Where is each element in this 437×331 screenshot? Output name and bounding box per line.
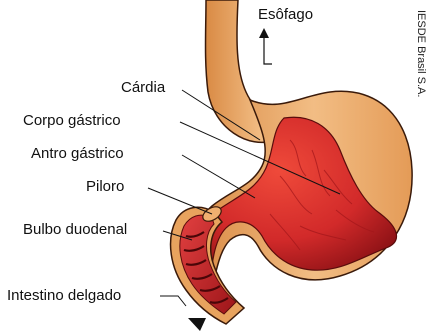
- label-piloro: Piloro: [86, 178, 124, 196]
- esophagus-arrow: [259, 28, 272, 64]
- leader-antro: [182, 155, 255, 198]
- label-bulbo-duodenal: Bulbo duodenal: [23, 221, 127, 239]
- label-cardia: Cárdia: [121, 79, 165, 97]
- leader-intestino: [160, 296, 186, 306]
- label-esofago: Esôfago: [258, 6, 313, 24]
- image-credit: IESDE Brasil S.A.: [415, 10, 427, 97]
- label-corpo-gastrico: Corpo gástrico: [23, 112, 121, 130]
- label-antro-gastrico: Antro gástrico: [31, 145, 124, 163]
- label-intestino-delgado: Intestino delgado: [7, 287, 121, 305]
- leader-piloro: [148, 188, 212, 214]
- intestine-arrow: [188, 318, 206, 331]
